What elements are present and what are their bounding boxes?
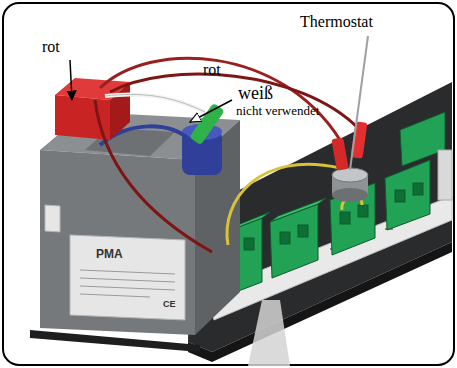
- frame: [3, 3, 454, 365]
- thermostat: [331, 121, 368, 202]
- unused-plug: [189, 103, 225, 145]
- wire-color-label: rot: [42, 38, 60, 56]
- leader-line: [70, 60, 72, 100]
- terminal-blocks: [205, 112, 452, 303]
- wire-color-label: weiß: [238, 84, 273, 104]
- leader-line: [190, 100, 232, 122]
- brand-mark: PMA: [96, 248, 123, 261]
- transformer: [40, 112, 240, 335]
- pointer-wedge: [248, 300, 290, 366]
- plate-lines: [80, 270, 175, 297]
- wire-color-label: rot: [203, 61, 221, 79]
- ce-mark: CE: [163, 300, 176, 310]
- wires: [95, 58, 358, 252]
- part-label: Thermostat: [300, 13, 373, 31]
- circuit-board: [30, 82, 452, 362]
- note-label: nicht verwendet: [236, 104, 319, 118]
- type-plate: [70, 235, 185, 320]
- leader-line: [350, 36, 368, 170]
